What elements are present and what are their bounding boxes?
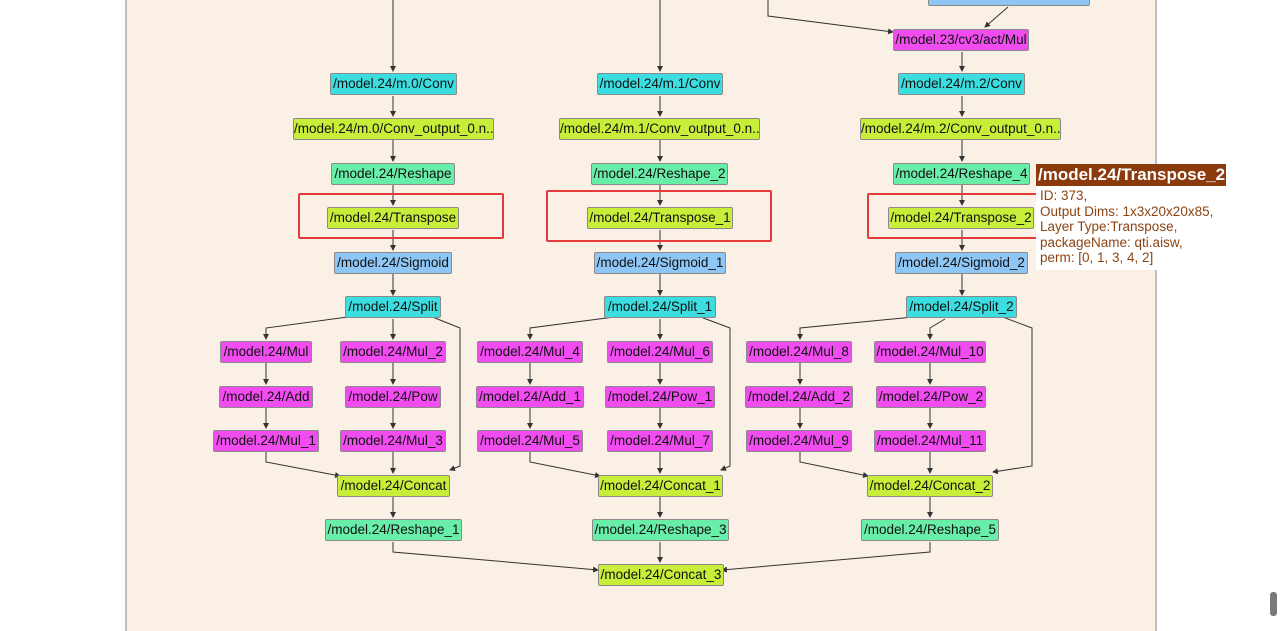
graph-node[interactable]: /model.24/Split_2 [906, 296, 1017, 318]
graph-node[interactable]: /model.24/Reshape_5 [861, 519, 999, 541]
graph-node[interactable]: /model.24/Concat_2 [867, 475, 993, 497]
tooltip-line: perm: [0, 1, 3, 4, 2] [1040, 250, 1154, 265]
graph-node[interactable]: /model.24/Mul_4 [477, 341, 583, 363]
graph-node-partial[interactable] [928, 0, 1090, 6]
graph-node[interactable]: /model.23/cv3/act/Mul [893, 29, 1029, 51]
tooltip-line: Output Dims: 1x3x20x20x85, [1040, 203, 1214, 219]
graph-node[interactable]: /model.24/Sigmoid_1 [594, 252, 726, 274]
tooltip-title: /model.24/Transpose_2 [1036, 164, 1226, 186]
graph-node[interactable]: /model.24/Reshape_4 [893, 163, 1030, 185]
tooltip-line: packageName: qti.aisw, [1040, 234, 1183, 250]
highlight-box [298, 193, 504, 239]
node-tooltip: /model.24/Transpose_2 ID: 373, Output Di… [1036, 164, 1226, 270]
graph-node[interactable]: /model.24/Mul_10 [874, 341, 986, 363]
graph-node[interactable]: /model.24/m.0/Conv_output_0.n.. [293, 118, 494, 140]
tooltip-line: Layer Type:Transpose, [1040, 219, 1178, 234]
graph-node[interactable]: /model.24/Mul_3 [340, 430, 446, 452]
graph-node[interactable]: /model.24/Mul_2 [340, 341, 446, 363]
graph-node[interactable]: /model.24/Transpose_2 [888, 207, 1034, 229]
graph-node[interactable]: /model.24/Transpose_1 [587, 207, 733, 229]
graph-node[interactable]: /model.24/Concat_3 [598, 564, 724, 586]
graph-node[interactable]: /model.24/Mul_11 [874, 430, 986, 452]
graph-node[interactable]: /model.24/Mul_5 [477, 430, 583, 452]
graph-node[interactable]: /model.24/Add_1 [476, 386, 584, 408]
graph-node[interactable]: /model.24/Mul_8 [746, 341, 852, 363]
graph-node[interactable]: /model.24/Transpose [327, 207, 459, 229]
graph-node[interactable]: /model.24/m.1/Conv_output_0.n.. [559, 118, 760, 140]
graph-node[interactable]: /model.24/Concat_1 [598, 475, 723, 497]
graph-node[interactable]: /model.24/Sigmoid_2 [895, 252, 1028, 274]
graph-node[interactable]: /model.24/m.2/Conv [898, 73, 1025, 95]
graph-node[interactable]: /model.24/m.2/Conv_output_0.n.. [860, 118, 1061, 140]
graph-node[interactable]: /model.24/Reshape_2 [591, 163, 728, 185]
graph-node[interactable]: /model.24/Pow [345, 386, 441, 408]
graph-node[interactable]: /model.24/Reshape_3 [592, 519, 729, 541]
graph-node[interactable]: /model.24/Split_1 [604, 296, 716, 318]
graph-node[interactable]: /model.24/Concat [337, 475, 450, 497]
graph-node[interactable]: /model.24/Mul_1 [213, 430, 319, 452]
graph-node[interactable]: /model.24/Pow_2 [876, 386, 986, 408]
graph-node[interactable]: /model.24/Split [345, 296, 441, 318]
graph-node[interactable]: /model.24/Pow_1 [605, 386, 715, 408]
graph-node[interactable]: /model.24/Reshape_1 [325, 519, 462, 541]
tooltip-line: ID: 373, [1040, 188, 1088, 203]
graph-node[interactable]: /model.24/Mul_9 [746, 430, 852, 452]
graph-node[interactable]: /model.24/m.0/Conv [330, 73, 457, 95]
graph-node[interactable]: /model.24/m.1/Conv [597, 73, 723, 95]
highlight-box [546, 190, 772, 242]
graph-node[interactable]: /model.24/Mul_7 [607, 430, 713, 452]
graph-node[interactable]: /model.24/Sigmoid [334, 252, 452, 274]
graph-node[interactable]: /model.24/Mul [220, 341, 312, 363]
vertical-scrollbar[interactable] [1270, 592, 1277, 616]
graph-node[interactable]: /model.24/Reshape [331, 163, 455, 185]
graph-node[interactable]: /model.24/Add_2 [745, 386, 853, 408]
graph-node[interactable]: /model.24/Mul_6 [607, 341, 713, 363]
graph-node[interactable]: /model.24/Add [219, 386, 313, 408]
